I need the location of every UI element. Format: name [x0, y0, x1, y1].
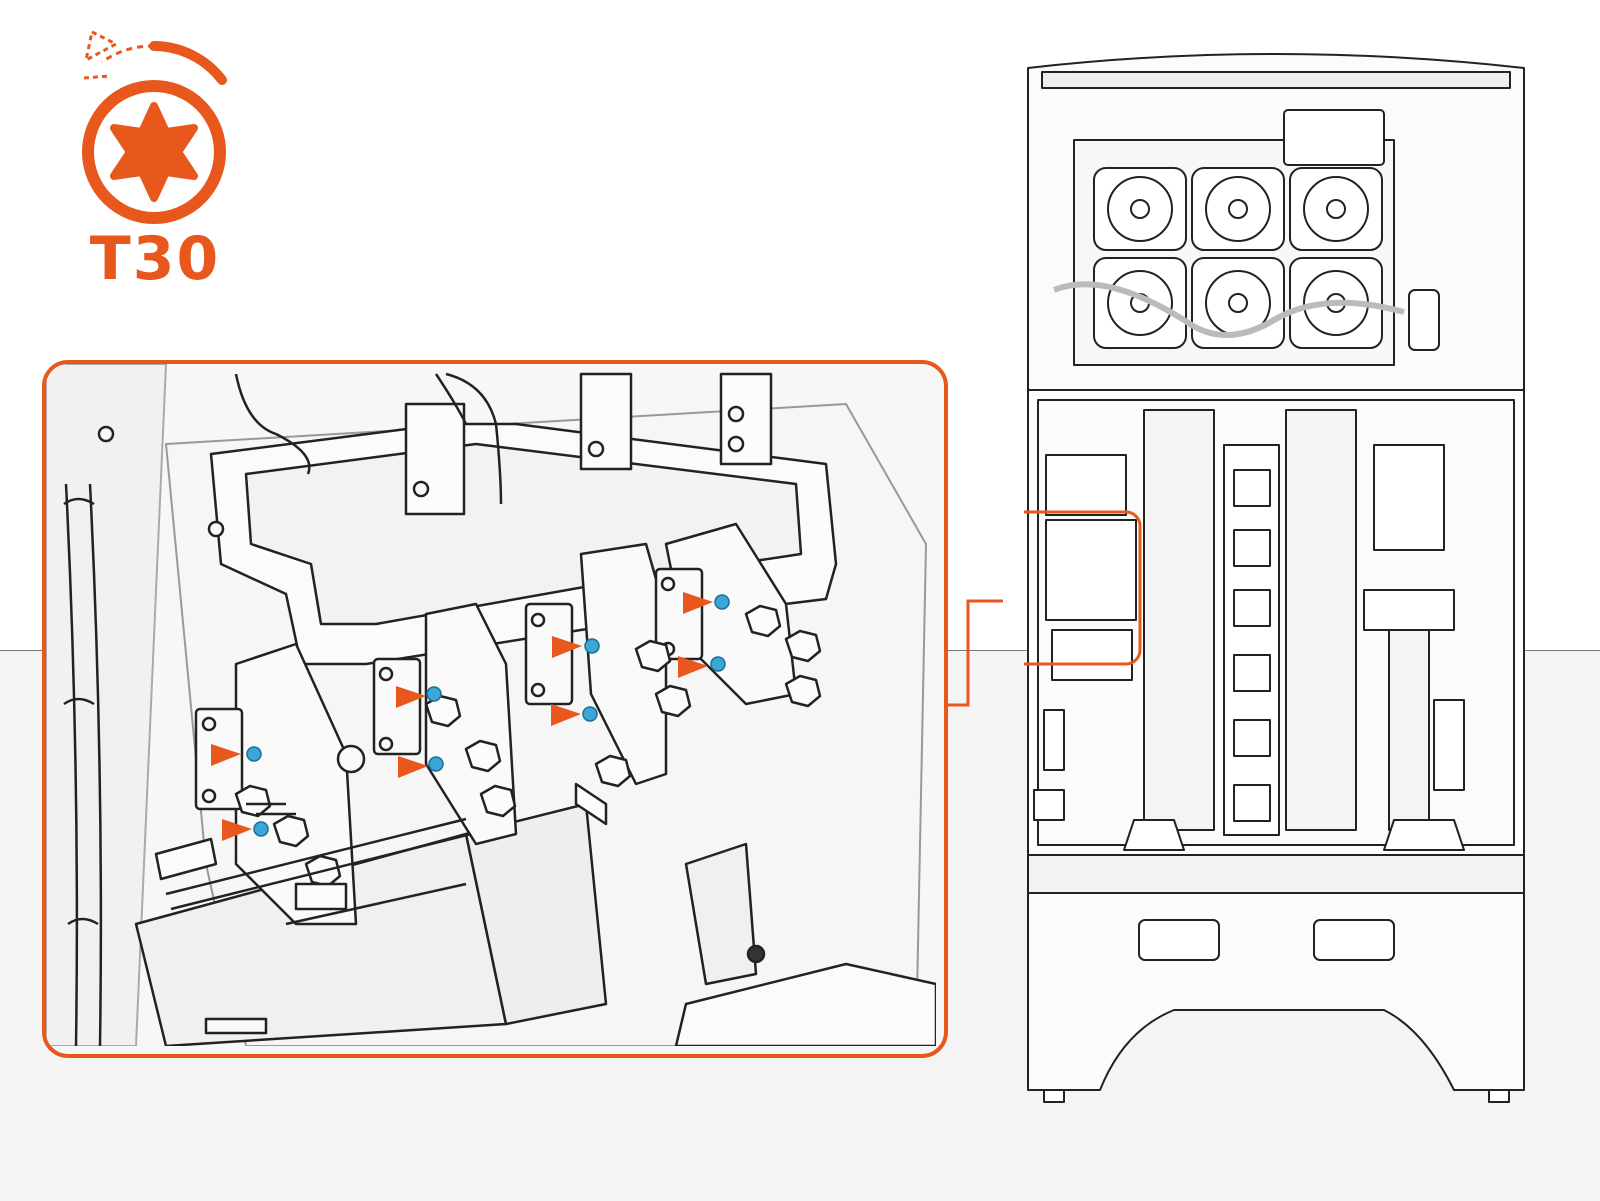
detail-zoom-panel — [42, 360, 948, 1058]
tool-size-label: T30 — [89, 224, 221, 294]
cabinet-overview — [980, 50, 1526, 1130]
tool-badge: T30 — [70, 28, 250, 298]
cabinet-line-drawing — [980, 53, 1525, 1103]
pointer-arrows — [211, 592, 713, 841]
torx-tool-graphic — [82, 29, 227, 224]
fan-grid — [1093, 167, 1383, 349]
highlighted-screws — [246, 594, 730, 837]
torx-bit-icon — [82, 80, 226, 224]
counterclockwise-arrow-icon — [83, 29, 227, 85]
busbar-detail-drawing — [46, 364, 936, 1046]
